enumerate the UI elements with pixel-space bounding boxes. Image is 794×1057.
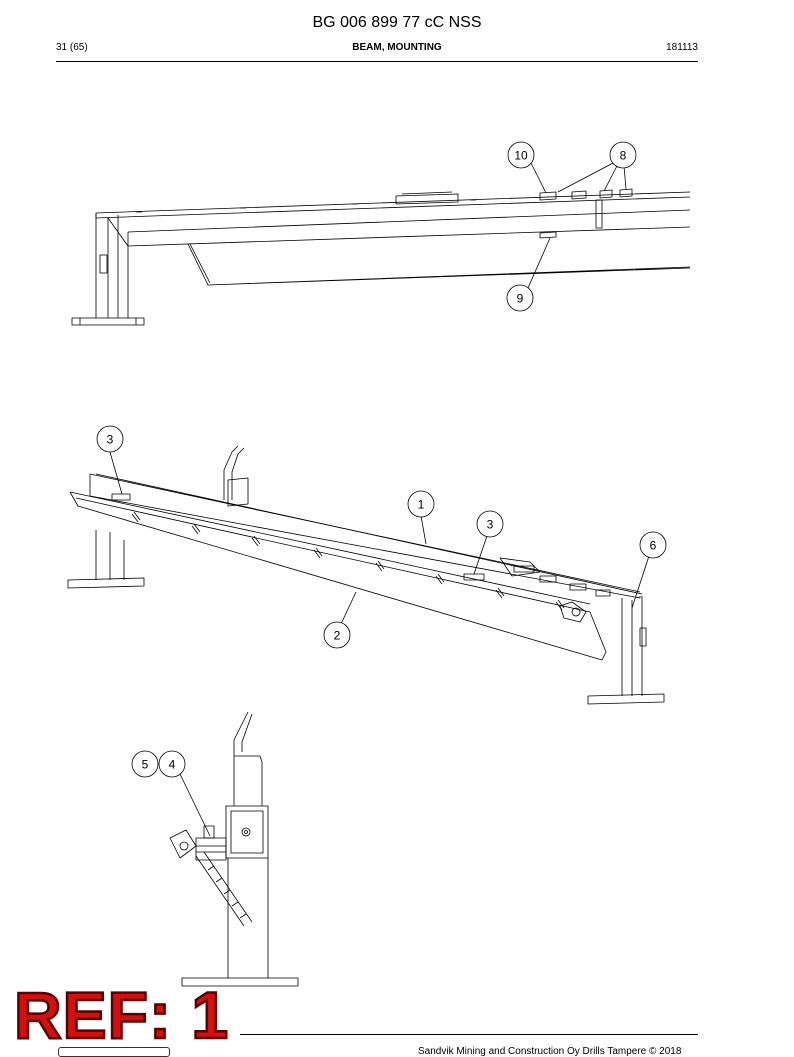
- callout-3-right: 3: [476, 510, 504, 538]
- doc-title: BG 006 899 77 cC NSS: [312, 14, 482, 31]
- callout-6: 6: [639, 531, 667, 559]
- ref-stamp: REF: 1: [13, 978, 230, 1052]
- callout-8: 8: [609, 141, 637, 169]
- middle-leader-lines: [109, 451, 650, 625]
- callout-1-label: 1: [418, 498, 425, 512]
- callout-5-label: 5: [142, 758, 149, 772]
- upper-beam-view: [71, 188, 691, 326]
- section-leader-lines: [179, 773, 211, 837]
- callout-5: 5: [131, 750, 159, 778]
- callout-10-label: 10: [514, 149, 528, 163]
- callout-6-label: 6: [650, 539, 657, 553]
- footer-rule: [240, 1034, 698, 1035]
- callout-3-right-label: 3: [487, 518, 494, 532]
- header-rule: [56, 61, 698, 62]
- callout-2-label: 2: [334, 629, 341, 643]
- section-view: [169, 711, 299, 987]
- callout-8-label: 8: [620, 149, 627, 163]
- callout-3-left-label: 3: [107, 433, 114, 447]
- callout-4: 4: [158, 750, 186, 778]
- callout-4-label: 4: [169, 758, 176, 772]
- callout-2: 2: [323, 621, 351, 649]
- callout-10: 10: [507, 141, 535, 169]
- upper-leader-lines: [527, 161, 627, 289]
- footer-copyright: Sandvik Mining and Construction Oy Drill…: [418, 1046, 682, 1057]
- callout-9-label: 9: [517, 292, 524, 306]
- callout-9: 9: [506, 284, 534, 312]
- middle-beam-view: [67, 445, 665, 705]
- callout-3-left: 3: [96, 425, 124, 453]
- page-number: 31 (65): [56, 42, 88, 53]
- document-date: 181113: [666, 42, 698, 53]
- callout-1: 1: [407, 490, 435, 518]
- section-title: BEAM, MOUNTING: [352, 42, 442, 53]
